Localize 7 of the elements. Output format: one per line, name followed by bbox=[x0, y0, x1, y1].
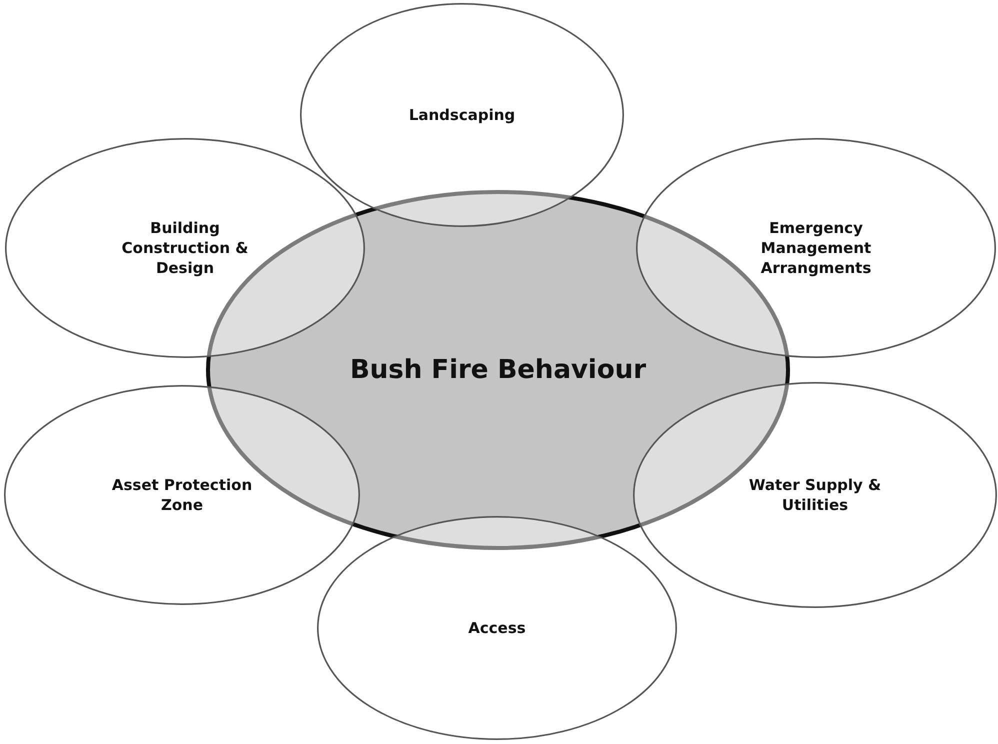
topic-label: Water Supply & Utilities bbox=[748, 474, 882, 515]
topic-label: Building Construction & Design bbox=[120, 218, 250, 278]
topic-label: Landscaping bbox=[408, 105, 516, 126]
central-label: Bush Fire Behaviour bbox=[348, 354, 648, 386]
topic-label: Access bbox=[467, 618, 527, 638]
topic-label: Asset Protection Zone bbox=[110, 474, 254, 515]
topic-label: Emergency Management Arrangments bbox=[760, 218, 872, 278]
